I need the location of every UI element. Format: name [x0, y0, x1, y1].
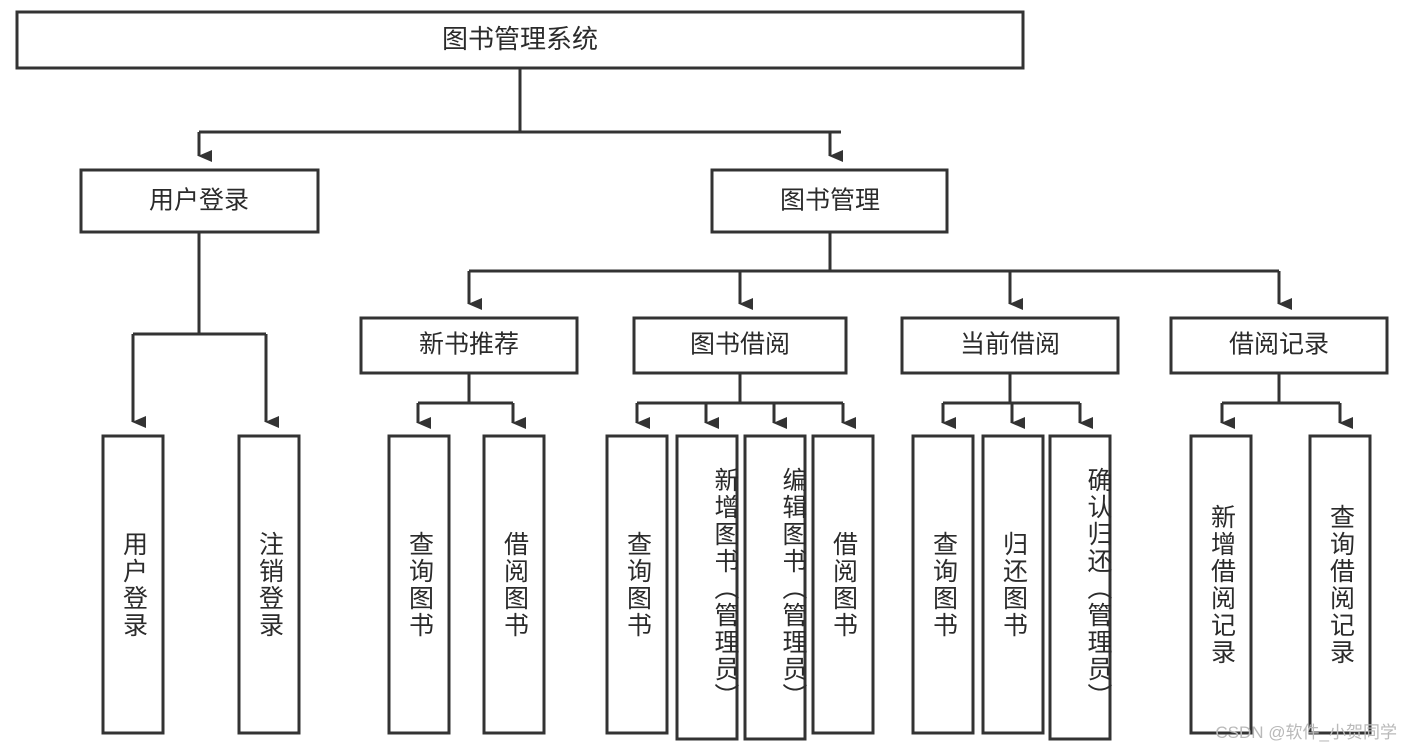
connector-user-login-to-leaves — [131, 232, 279, 428]
node-user-login-label: 用户登录 — [149, 187, 249, 215]
leaf-box-query-record[interactable] — [1308, 434, 1372, 735]
leaf-box-borrow-book-2[interactable] — [811, 434, 875, 735]
node-current-borrow[interactable]: 当前借阅 — [900, 316, 1120, 375]
connector-book-borrow-to-leaves — [635, 373, 856, 429]
node-user-login[interactable]: 用户登录 — [79, 168, 320, 234]
connector-book-manage-to-level3 — [467, 232, 1292, 310]
node-current-borrow-label: 当前借阅 — [960, 331, 1060, 359]
leaf-box-query-book-1[interactable] — [387, 434, 451, 735]
node-borrow-record[interactable]: 借阅记录 — [1169, 316, 1389, 375]
leaf-box-user-login[interactable] — [101, 434, 165, 735]
connector-borrow-record-to-leaves — [1220, 373, 1353, 429]
leaf-boxes — [101, 434, 1372, 741]
leaf-box-query-book-3[interactable] — [911, 434, 975, 735]
connector-root-to-level2 — [197, 68, 843, 162]
node-book-borrow-label: 图书借阅 — [690, 331, 790, 359]
leaf-box-borrow-book-1[interactable] — [482, 434, 546, 735]
leaf-box-add-book[interactable] — [675, 434, 739, 741]
node-book-borrow[interactable]: 图书借阅 — [632, 316, 848, 375]
csdn-watermark: CSDN @软件_小贺同学 — [1215, 723, 1397, 742]
leaf-box-return-book[interactable] — [981, 434, 1045, 735]
leaf-box-add-record[interactable] — [1189, 434, 1253, 735]
node-new-book-rec-label: 新书推荐 — [419, 331, 519, 359]
connector-new-book-rec-to-leaves — [416, 373, 526, 429]
leaf-box-logout[interactable] — [237, 434, 301, 735]
node-book-manage[interactable]: 图书管理 — [710, 168, 949, 234]
node-new-book-rec[interactable]: 新书推荐 — [359, 316, 579, 375]
leaf-box-edit-book[interactable] — [743, 434, 807, 741]
node-root-label: 图书管理系统 — [442, 24, 598, 54]
leaf-box-confirm-return[interactable] — [1048, 434, 1112, 741]
node-borrow-record-label: 借阅记录 — [1229, 331, 1329, 359]
leaf-box-query-book-2[interactable] — [605, 434, 669, 735]
connector-current-borrow-to-leaves — [941, 373, 1093, 429]
node-book-manage-label: 图书管理 — [780, 187, 880, 215]
node-root[interactable]: 图书管理系统 — [15, 10, 1025, 70]
